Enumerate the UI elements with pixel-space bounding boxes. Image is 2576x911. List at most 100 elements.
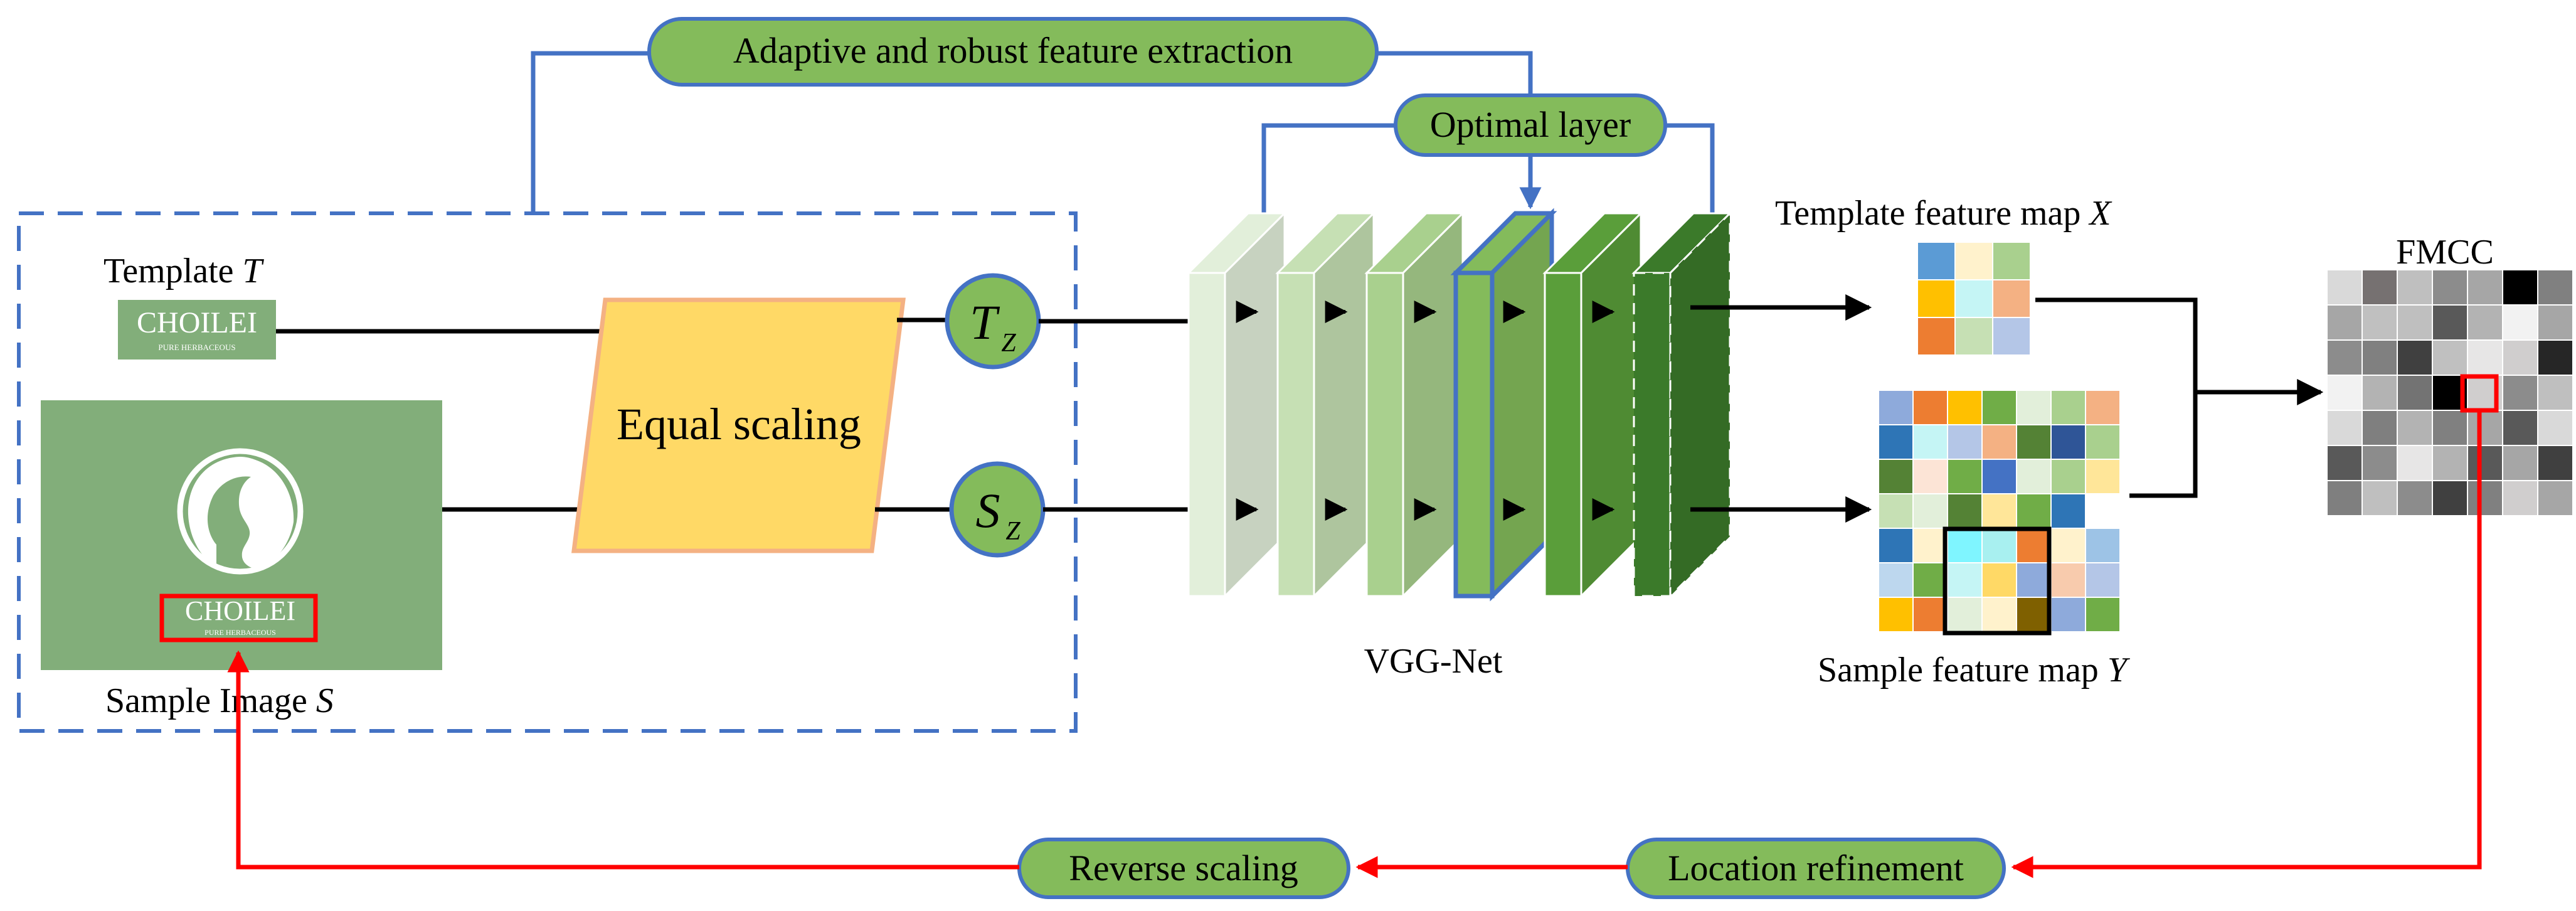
sample-feature-cell bbox=[1981, 597, 2017, 632]
fmcc-cell bbox=[2432, 339, 2468, 376]
fmcc-cell bbox=[2467, 339, 2503, 376]
vgg-layer-2 bbox=[1275, 211, 1376, 599]
located-region-box bbox=[159, 594, 318, 642]
tz-sub: Z bbox=[1001, 329, 1016, 358]
sample-feature-cell bbox=[2050, 424, 2086, 460]
fmcc-cell bbox=[2467, 480, 2503, 516]
sample-feature-cell bbox=[2016, 528, 2052, 563]
sample-feature-cell bbox=[1912, 493, 1948, 529]
vgg-layer-side bbox=[1313, 211, 1375, 599]
vgg-layer-front bbox=[1453, 270, 1495, 599]
template-feature-cell bbox=[1992, 279, 2031, 318]
equal-scaling-label: Equal scaling bbox=[617, 399, 861, 449]
fmcc-cell bbox=[2467, 304, 2503, 341]
fmcc-cell bbox=[2361, 445, 2398, 481]
vgg-net-layers bbox=[1186, 208, 1732, 602]
fmcc-cell bbox=[2397, 410, 2433, 446]
vgg-layer-front bbox=[1633, 272, 1672, 597]
fmcc-cell bbox=[2326, 269, 2363, 306]
sample-feature-cell bbox=[1912, 459, 1948, 494]
optimal-layer-left-connector bbox=[1261, 123, 1396, 213]
fmcc-cell bbox=[2537, 410, 2573, 446]
fmcc-cell bbox=[2467, 445, 2503, 481]
fmcc-cell bbox=[2502, 269, 2538, 306]
sample-feature-cell bbox=[2016, 424, 2052, 460]
fmcc-cell bbox=[2397, 269, 2433, 306]
fmcc-cell bbox=[2502, 375, 2538, 411]
sample-feature-cell bbox=[1878, 424, 1914, 460]
vgg-layer-side bbox=[1669, 211, 1731, 599]
sample-feature-cell bbox=[2016, 562, 2052, 598]
refinement-red-path bbox=[2011, 410, 2482, 878]
fmcc-cell bbox=[2361, 410, 2398, 446]
sample-feature-cell bbox=[1947, 424, 1983, 460]
sample-feature-cell bbox=[1947, 597, 1983, 632]
sample-feature-cell bbox=[2050, 597, 2086, 632]
sample-feature-cell bbox=[1947, 459, 1983, 494]
optimal-layer-right-connector bbox=[1665, 123, 1715, 213]
sample-image-label: Sample Image S bbox=[105, 681, 334, 720]
fmcc-cell bbox=[2537, 304, 2573, 341]
fmcc-cell bbox=[2502, 304, 2538, 341]
sz-main: S bbox=[976, 483, 1000, 538]
sample-feature-cell bbox=[1912, 562, 1948, 598]
sample-feature-cell bbox=[2050, 459, 2086, 494]
sample-image-group: CHOILEI PURE HERBACEOUS Sample Image S bbox=[41, 400, 442, 720]
fmcc-cell bbox=[2432, 445, 2468, 481]
sample-feature-cell bbox=[2085, 597, 2121, 632]
sample-feature-cell bbox=[1981, 390, 2017, 425]
fmcc-cell bbox=[2537, 339, 2573, 376]
template-feature-cell bbox=[1917, 279, 1956, 318]
tz-node: T Z bbox=[945, 273, 1041, 370]
sample-feature-cell bbox=[1878, 597, 1914, 632]
vgg-layer-side bbox=[1490, 208, 1554, 602]
sample-image bbox=[41, 400, 442, 670]
template-feature-cell bbox=[1992, 242, 2031, 280]
fmcc-cell bbox=[2326, 410, 2363, 446]
fmcc-cell bbox=[2361, 269, 2398, 306]
fmcc-cell bbox=[2361, 480, 2398, 516]
sample-feature-cell bbox=[1912, 424, 1948, 460]
fmcc-cell bbox=[2432, 480, 2468, 516]
vgg-layer-6 bbox=[1631, 211, 1732, 599]
sample-feature-cell bbox=[1878, 562, 1914, 598]
fmcc-cell bbox=[2432, 269, 2468, 306]
woman-profile-logo-icon bbox=[177, 448, 304, 575]
fmcc-cell bbox=[2326, 375, 2363, 411]
optimal-layer-label: Optimal layer bbox=[1430, 104, 1631, 145]
sample-feature-cell bbox=[2050, 528, 2086, 563]
vgg-layer-4 bbox=[1450, 208, 1557, 602]
vgg-net-label: VGG-Net bbox=[1364, 642, 1503, 681]
fmcc-cell bbox=[2502, 445, 2538, 481]
template-feature-cell bbox=[1917, 242, 1956, 280]
template-logo-image bbox=[118, 300, 276, 360]
fmcc-cell bbox=[2361, 339, 2398, 376]
sample-feature-cell bbox=[2085, 424, 2121, 460]
input-dashed-box bbox=[17, 211, 1078, 733]
sample-feature-cell bbox=[1912, 390, 1948, 425]
sample-feature-cell bbox=[1947, 390, 1983, 425]
fmcc-cell bbox=[2432, 304, 2468, 341]
vgg-layer-front bbox=[1365, 272, 1404, 597]
template-feature-cell bbox=[1954, 317, 1993, 356]
sample-feature-cell bbox=[2085, 390, 2121, 425]
fmcc-cell bbox=[2361, 304, 2398, 341]
fmcc-cell bbox=[2361, 375, 2398, 411]
vgg-layer-side bbox=[1580, 211, 1642, 599]
template-feature-map-label: Template feature map X bbox=[1775, 194, 2112, 233]
adaptive-connector bbox=[531, 51, 649, 213]
location-refinement-label: Location refinement bbox=[1668, 848, 1964, 888]
template-logo-brand: CHOILEI bbox=[137, 306, 257, 339]
sample-feature-cell bbox=[1947, 493, 1983, 529]
adaptive-connector-right bbox=[1377, 51, 1533, 94]
template-feature-cell bbox=[1917, 317, 1956, 356]
sample-feature-cell bbox=[2016, 493, 2052, 529]
sz-node: S Z bbox=[949, 461, 1046, 558]
template-label: Template T bbox=[103, 252, 265, 290]
reverse-scaling-label: Reverse scaling bbox=[1069, 848, 1298, 888]
sample-feature-cell bbox=[1981, 424, 2017, 460]
fmcc-label: FMCC bbox=[2396, 233, 2494, 272]
sample-feature-cell bbox=[1912, 597, 1948, 632]
sample-feature-cell bbox=[2016, 597, 2052, 632]
